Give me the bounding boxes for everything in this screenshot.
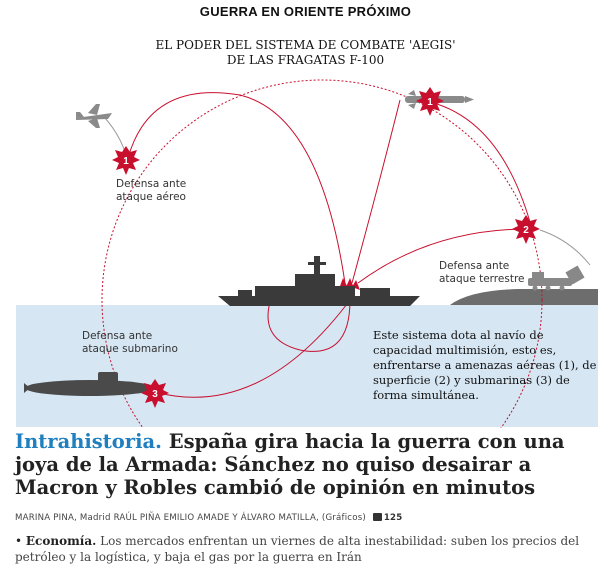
approach-land [539, 229, 591, 266]
infographic-description: Este sistema dota al navío de capacidad … [373, 328, 597, 402]
path-sub-3 [267, 299, 351, 352]
article-headline[interactable]: Intrahistoria. España gira hacia la guer… [15, 430, 600, 499]
label-air-defense: Defensa ante ataque aéreo [116, 178, 187, 203]
infographic-title-line1: EL PODER DEL SISTEMA DE COMBATE 'AEGIS' [155, 38, 456, 52]
infographic-title: EL PODER DEL SISTEMA DE COMBATE 'AEGIS' … [0, 38, 611, 68]
path-sub-torpedo [154, 299, 351, 398]
path-air-1 [127, 92, 346, 284]
headline-kicker[interactable]: Intrahistoria. [15, 430, 162, 453]
badge-1b-text: 1 [427, 97, 433, 108]
comment-count[interactable]: 125 [383, 513, 403, 523]
threat-paths [127, 92, 531, 398]
aegis-infographic[interactable]: 1 1 2 3 EL PODER DEL SISTEMA DE COMBATE … [0, 28, 611, 428]
label-sub-defense: Defensa ante ataque submarino [82, 330, 178, 355]
missile-launcher-icon [528, 265, 585, 291]
badge-land-2 [512, 215, 540, 244]
related-article[interactable]: • Economía. Los mercados enfrentan un vi… [15, 533, 600, 565]
bullet-icon: • [15, 534, 26, 548]
approach-plane [104, 117, 127, 156]
section-title[interactable]: GUERRA EN ORIENTE PRÓXIMO [199, 4, 412, 19]
related-kicker[interactable]: Economía. [25, 534, 97, 548]
fighter-jet-icon [76, 104, 112, 128]
defense-perimeter [101, 79, 543, 428]
land-area [450, 289, 598, 305]
badge-sub-3 [141, 379, 169, 408]
badge-air-1 [112, 146, 140, 175]
badge-3-text: 3 [152, 389, 158, 400]
infographic-canvas: 1 1 2 3 [16, 79, 598, 428]
badge-1-text: 1 [123, 156, 129, 167]
path-air-1b [351, 99, 401, 284]
comment-icon[interactable] [372, 513, 382, 521]
label-land-defense: Defensa ante ataque terrestre [439, 260, 525, 285]
related-text[interactable]: Los mercados enfrentan un viernes de alt… [15, 534, 580, 564]
frigate-vessel [218, 256, 420, 306]
path-land-2 [357, 228, 526, 284]
badge-air-1b [416, 87, 444, 116]
submarine-vessel [24, 372, 155, 396]
badge-2-text: 2 [523, 225, 529, 236]
headline-text[interactable]: España gira hacia la guerra con una joya… [15, 430, 565, 499]
infographic-title-line2: DE LAS FRAGATAS F-100 [226, 53, 385, 67]
byline-authors: MARINA PINA, Madrid RAÚL PIÑA EMILIO AMA… [15, 513, 366, 523]
path-air-arc [429, 101, 531, 223]
sea-area [16, 305, 598, 427]
article-byline: MARINA PINA, Madrid RAÚL PIÑA EMILIO AMA… [15, 512, 600, 523]
